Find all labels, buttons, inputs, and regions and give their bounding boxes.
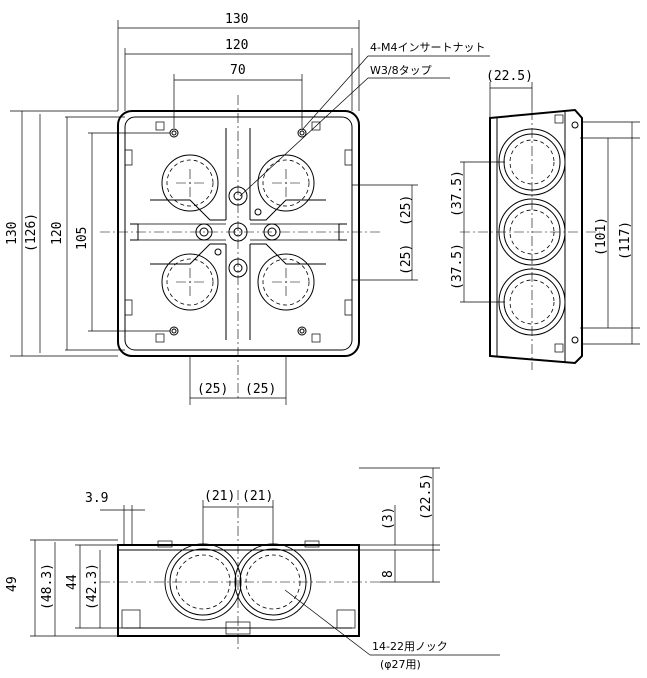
knockout-bottom-left [161,253,219,311]
leader-knock [284,589,371,656]
note-knock-dia: (φ27用) [380,658,421,671]
dim-top-130: 130 [225,12,248,27]
dim-side-37-5-top: (37.5) [450,170,465,217]
dim-front-3: (3) [381,507,396,530]
side-outline [489,108,583,365]
dim-bottom-25-left: (25) [197,382,228,397]
dim-front-21-left: (21) [204,489,235,504]
dim-left-126: (126) [24,213,39,252]
dim-top-70: 70 [230,63,246,78]
dim-left-130: 130 [5,222,20,245]
dim-front-44: 44 [65,574,80,590]
box-inner-outline [124,116,353,351]
front-knockout-right [234,543,312,621]
side-view: (22.5) (37.5) (37.5) (101) (117) [450,69,640,370]
mid-tabs [130,223,347,241]
note-knock: 14-22用ノック [372,640,448,653]
center-bosses [195,186,281,278]
top-view: 130 120 70 130 (126) 120 105 (25) (25) (… [5,12,490,405]
dim-side-37-5-bottom: (37.5) [450,243,465,290]
dim-front-42-3: (42.3) [85,563,100,610]
dim-front-48-3: (48.3) [40,563,55,610]
side-tabs [125,149,352,316]
rib-horizontal [135,223,342,241]
dim-front-49: 49 [5,576,20,592]
dim-left-120: 120 [50,222,65,245]
dim-front-22-5: (22.5) [419,473,434,520]
dim-front-8: 8 [381,570,396,578]
front-view: 3.9 (21) (21) (3) (22.5) 8 49 (48.3) 44 … [5,467,500,671]
dim-right-25-bottom: (25) [399,244,414,275]
knockout-top-left [161,154,219,212]
leader-insert-nut [301,55,369,131]
box-outline [117,110,360,357]
dim-right-25-top: (25) [399,195,414,226]
note-tap: W3/8タップ [370,64,432,77]
knockout-top-right [257,154,315,212]
rib-vertical [225,128,251,340]
dim-side-101: (101) [594,217,609,256]
note-insert-nut: 4-M4インサートナット [370,41,485,54]
rib-bottom [150,243,326,265]
rib-top [150,199,326,221]
knockout-bottom-right [257,253,315,311]
dim-bottom-25-right: (25) [245,382,276,397]
dim-front-3-9: 3.9 [85,491,108,506]
dim-side-22-5: (22.5) [486,69,533,84]
dim-front-21-right: (21) [242,489,273,504]
dim-top-120: 120 [225,38,248,53]
leader-tap [239,77,369,197]
dim-left-105: 105 [75,227,90,250]
dim-side-117: (117) [618,221,633,260]
front-outline [117,544,360,637]
side-knockout-middle [498,198,566,266]
